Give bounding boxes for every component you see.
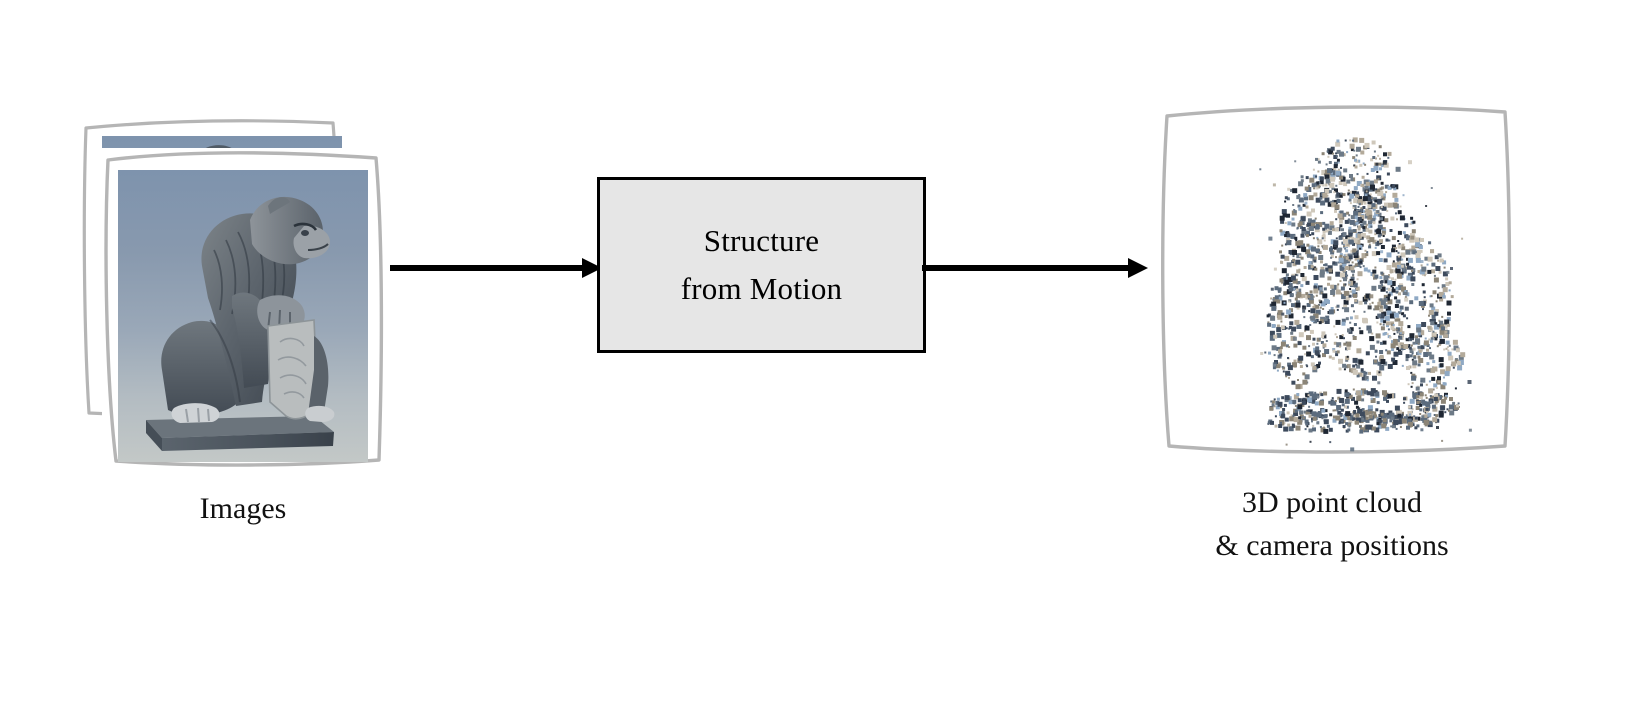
- arrow-images-to-sfm-glyph: [390, 258, 602, 278]
- lion-rear-paw: [171, 403, 220, 423]
- point-cloud-panel: [1145, 98, 1517, 460]
- lion-statue-illustration: [146, 196, 335, 451]
- point-cloud-caption-line2: & camera positions: [1215, 528, 1449, 562]
- arrow-images-to-sfm: [390, 256, 602, 280]
- images-photo-stack: [60, 100, 420, 480]
- lion-ear: [268, 197, 290, 214]
- statue-base: [146, 416, 334, 451]
- structure-from-motion-box[interactable]: Structure from Motion: [597, 177, 926, 353]
- lion-brow: [293, 222, 318, 231]
- lion-right-leg: [308, 336, 329, 414]
- lion-eye: [301, 230, 309, 236]
- point-cloud-points: [1259, 137, 1472, 452]
- lion-haunch: [161, 320, 240, 416]
- point-cloud-caption: 3D point cloud & camera positions: [1132, 482, 1532, 567]
- sfm-label-line2: from Motion: [680, 271, 843, 306]
- lion-mouth: [307, 243, 329, 251]
- photo-frame-front: [102, 148, 388, 468]
- images-caption: Images: [120, 488, 366, 531]
- arrow-sfm-to-point-cloud: [922, 256, 1148, 280]
- shield-engraving: [277, 337, 307, 399]
- images-caption-text: Images: [199, 492, 287, 525]
- sfm-label-line1: Structure: [703, 222, 820, 258]
- lion-right-paw: [305, 405, 335, 422]
- photo-front-image: [118, 170, 368, 462]
- point-cloud-caption-line1: 3D point cloud: [1242, 486, 1422, 519]
- arrow-sfm-to-point-cloud-glyph: [922, 258, 1148, 278]
- point-cloud-frame-outline: [1161, 105, 1512, 454]
